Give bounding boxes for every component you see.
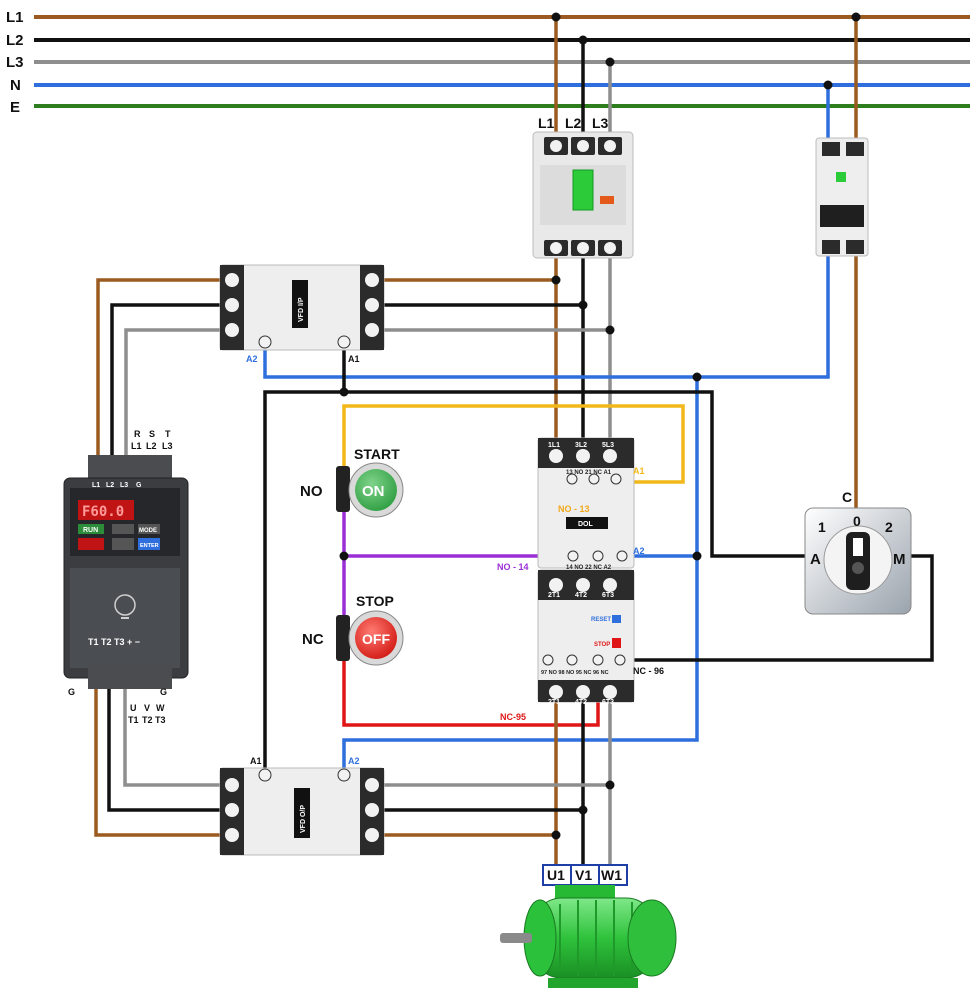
mccb-term-l1: L1 xyxy=(538,115,555,131)
vfd-output-t1: T1 xyxy=(128,715,139,725)
selector-manual: M xyxy=(893,551,906,568)
start-pushbutton: ON START NO xyxy=(300,446,404,518)
mcb-breaker xyxy=(815,137,869,257)
vfd-top-term-l2: L2 xyxy=(106,482,114,489)
dol-term-5l3: 5L3 xyxy=(602,442,614,449)
vfd-output-contactor: VFD O/P A1 A2 xyxy=(219,756,385,856)
overload-top-6t3: 6T3 xyxy=(602,592,614,599)
vfd-output-u: U xyxy=(130,703,137,713)
vfd-display: F60.0 xyxy=(82,504,124,520)
vfd-output-term-label: T1 T2 T3 + − xyxy=(88,637,140,647)
dol-term-3l2: 3L2 xyxy=(575,442,587,449)
vfd-op-a1: A1 xyxy=(250,756,262,766)
vfd-ground-left: G xyxy=(68,687,75,697)
overload-bottom-4t2: 4T2 xyxy=(575,699,587,706)
dol-aux-top: 13 NO 21 NC A1 xyxy=(566,470,612,476)
dol-a1-label: A1 xyxy=(633,466,645,476)
vfd-run-button: RUN xyxy=(83,527,98,534)
selector-auto: A xyxy=(810,551,821,568)
vfd-ip-a1: A1 xyxy=(348,354,360,364)
vfd-input-contactor: VFD I/P A2 A1 xyxy=(219,264,385,364)
dol-contactor: DOL 1L1 3L2 5L3 13 NO 21 NC A1 A1 NO - 1… xyxy=(497,437,645,572)
mccb-breaker: L1 L2 L3 xyxy=(532,115,634,259)
junction-dots xyxy=(339,12,861,840)
start-button-contact: NO xyxy=(300,483,323,500)
vfd-input-l2: L2 xyxy=(146,441,157,451)
selector-pos-0: 0 xyxy=(853,513,861,529)
vfd-op-a2: A2 xyxy=(348,756,360,766)
stop-pushbutton: OFF STOP NC xyxy=(302,593,404,666)
selector-switch: C 1 0 2 A M xyxy=(804,489,912,615)
overload-top-2t1: 2T1 xyxy=(548,592,560,599)
start-button-face: ON xyxy=(362,483,385,500)
dol-no13-label: NO - 13 xyxy=(558,504,590,514)
vfd-input-t: T xyxy=(165,429,171,439)
dol-a2-label: A2 xyxy=(633,546,645,556)
vfd-output-w: W xyxy=(156,703,165,713)
start-button-title: START xyxy=(354,446,400,462)
bus-label-e: E xyxy=(10,99,20,116)
overload-reset-label: RESET xyxy=(591,617,611,623)
vfd-input-s: S xyxy=(149,429,155,439)
dol-no14-label: NO - 14 xyxy=(497,562,529,572)
vfd-enter-button: ENTER xyxy=(140,543,159,549)
vfd-output-t3: T3 xyxy=(155,715,166,725)
vfd-output-t2: T2 xyxy=(142,715,153,725)
vfd-input-l3: L3 xyxy=(162,441,173,451)
vfd-ip-label: VFD I/P xyxy=(298,297,305,322)
motor: U1 V1 W1 xyxy=(500,864,677,988)
overload-top-4t2: 4T2 xyxy=(575,592,587,599)
motor-term-u1: U1 xyxy=(547,867,565,883)
motor-term-v1: V1 xyxy=(575,867,592,883)
vfd-ip-a2: A2 xyxy=(246,354,258,364)
vfd-input-r: R xyxy=(134,429,141,439)
vfd-top-term-l3: L3 xyxy=(120,482,128,489)
mccb-term-l3: L3 xyxy=(592,115,609,131)
overload-nc95-label: NC-95 xyxy=(500,712,526,722)
mccb-term-l2: L2 xyxy=(565,115,582,131)
stop-button-face: OFF xyxy=(362,631,390,647)
selector-pos-1: 1 xyxy=(818,519,826,535)
vfd-top-term-g: G xyxy=(136,482,142,489)
bus-label-l3: L3 xyxy=(6,54,24,71)
bus-label-l2: L2 xyxy=(6,32,24,49)
vfd-ground-right: G xyxy=(160,687,167,697)
stop-button-contact: NC xyxy=(302,631,324,648)
bus-label-n: N xyxy=(10,77,21,94)
overload-stop-label: STOP xyxy=(594,642,610,648)
dol-name: DOL xyxy=(578,521,594,528)
overload-bottom-2t1: 2T1 xyxy=(548,699,560,706)
dol-aux-bottom: 14 NO 22 NC A2 xyxy=(566,565,612,571)
vfd-mode-button: MODE xyxy=(139,528,157,534)
selector-c-label: C xyxy=(842,489,852,505)
bus-label-l1: L1 xyxy=(6,9,24,26)
overload-relay: RESET STOP 2T1 4T2 6T3 97 NO 98 NO 95 NC… xyxy=(500,569,664,722)
dol-term-1l1: 1L1 xyxy=(548,442,560,449)
motor-term-w1: W1 xyxy=(601,867,622,883)
vfd-output-v: V xyxy=(144,703,150,713)
stop-button-title: STOP xyxy=(356,593,394,609)
vfd-op-label: VFD O/P xyxy=(300,805,307,833)
vfd-drive: F60.0 RUN MODE ENTER T1 T2 T3 + − R S T … xyxy=(63,429,189,725)
overload-bottom-6t3: 6T3 xyxy=(602,699,614,706)
overload-aux-row: 97 NO 98 NO 95 NC 96 NC xyxy=(541,670,609,676)
vfd-input-l1: L1 xyxy=(131,441,142,451)
vfd-top-term-l1: L1 xyxy=(92,482,100,489)
selector-pos-2: 2 xyxy=(885,519,893,535)
bus-bars: L1 L2 L3 N E xyxy=(6,9,970,116)
overload-nc96-label: NC - 96 xyxy=(633,666,664,676)
wires xyxy=(94,17,934,880)
